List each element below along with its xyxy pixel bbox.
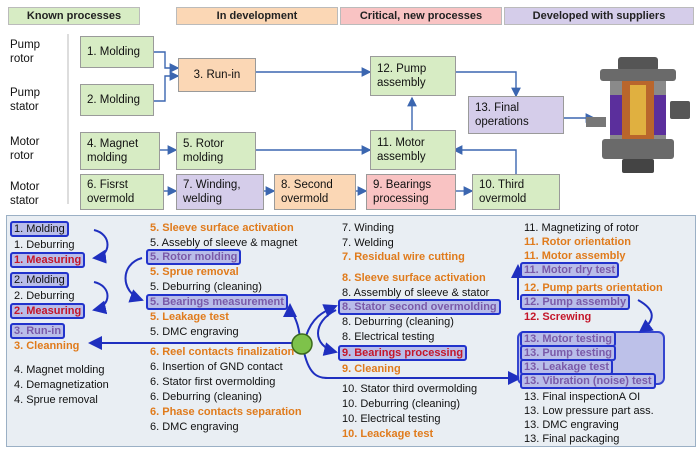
detail-c4-14: 13. DMC engraving: [524, 419, 619, 431]
detail-c2-6: 5. Bearings measurement: [146, 294, 288, 310]
detail-c2-8: 5. DMC engraving: [150, 326, 239, 338]
detail-c1-5: 2. Deburring: [14, 290, 75, 302]
detail-c2-1: 5. Sleeve surface activation: [150, 222, 294, 234]
detail-c4-5: 12. Pump parts orientation: [524, 282, 663, 294]
detail-c3-9: 9. Bearings processing: [338, 345, 468, 361]
legend-critical-processes: Critical, new processes: [340, 7, 502, 25]
detail-c4-6: 12. Pump assembly: [520, 294, 631, 310]
detail-c1-7: 3. Run-in: [10, 323, 66, 339]
step-9-bearings-processing: 9. Bearings processing: [366, 174, 456, 210]
detail-c4-3: 11. Motor assembly: [524, 250, 626, 262]
step-10-third-overmold: 10. Third overmold: [472, 174, 560, 210]
step-6-first-overmold: 6. Fisrst overmold: [80, 174, 164, 210]
detail-c3-10: 9. Cleaning: [342, 363, 401, 375]
detail-c3-2: 7. Welding: [342, 237, 394, 249]
step-1-molding: 1. Molding: [80, 36, 154, 68]
row-label-pump-stator: Pump stator: [10, 87, 41, 113]
detail-c4-7: 12. Screwing: [524, 311, 592, 323]
detail-c2-11: 6. Stator first overmolding: [150, 376, 276, 388]
detail-c4-11: 13. Vibration (noise) test: [520, 373, 656, 389]
step-12-pump-assembly: 12. Pump assembly: [370, 56, 456, 96]
step-11-motor-assembly: 11. Motor assembly: [370, 130, 456, 170]
step-4-magnet-molding: 4. Magnet molding: [80, 132, 160, 170]
detail-c4-15: 13. Final packaging: [524, 433, 620, 445]
detail-c4-2: 11. Rotor orientation: [524, 236, 631, 248]
detail-c1-3: 1. Measuring: [10, 252, 86, 268]
detail-c4-12: 13. Final inspectionA OI: [524, 391, 641, 403]
step-3-run-in: 3. Run-in: [178, 58, 256, 92]
detail-c3-7: 8. Deburring (cleaning): [342, 316, 454, 328]
detail-c2-14: 6. DMC engraving: [150, 421, 239, 433]
detail-c1-4: 2. Molding: [10, 272, 69, 288]
legend-developed-with-suppliers: Developed with suppliers: [504, 7, 694, 25]
detail-c1-2: 1. Deburring: [14, 239, 75, 251]
detail-c3-14: 10. Leackage test: [342, 428, 434, 440]
detail-c1-8: 3. Cleanning: [14, 340, 80, 352]
detail-c3-1: 7. Winding: [342, 222, 394, 234]
detail-c3-5: 8. Assembly of sleeve & stator: [342, 287, 490, 299]
detail-c3-6: 8. Stator second overmolding: [338, 299, 501, 315]
detail-c1-11: 4. Sprue removal: [14, 394, 98, 406]
detail-c2-4: 5. Sprue removal: [150, 266, 239, 278]
step-7-winding-welding: 7. Winding, welding: [176, 174, 264, 210]
detail-c2-12: 6. Deburring (cleaning): [150, 391, 262, 403]
detail-c4-9: 13. Pump testing: [520, 345, 617, 361]
detail-c3-13: 10. Electrical testing: [342, 413, 441, 425]
row-label-motor-stator: Motor stator: [10, 181, 40, 207]
detail-c1-6: 2. Measuring: [10, 303, 86, 319]
detail-c3-12: 10. Deburring (cleaning): [342, 398, 461, 410]
detail-c3-8: 8. Electrical testing: [342, 331, 435, 343]
detail-c1-10: 4. Demagnetization: [14, 379, 109, 391]
detail-c2-10: 6. Insertion of GND contact: [150, 361, 283, 373]
row-label-motor-rotor: Motor rotor: [10, 136, 40, 162]
legend-in-development: In development: [176, 7, 338, 25]
step-2-molding: 2. Molding: [80, 84, 154, 116]
step-13-final-operations: 13. Final operations: [468, 96, 564, 134]
detail-c2-13: 6. Phase contacts separation: [150, 406, 302, 418]
detail-c1-1: 1. Molding: [10, 221, 69, 237]
detail-c2-5: 5. Deburring (cleaning): [150, 281, 262, 293]
step-5-rotor-molding: 5. Rotor molding: [176, 132, 256, 170]
detail-c4-13: 13. Low pressure part ass.: [524, 405, 654, 417]
detail-c2-9: 6. Reel contacts finalization: [150, 346, 295, 358]
row-label-pump-rotor: Pump rotor: [10, 39, 41, 65]
step-8-second-overmold: 8. Second overmold: [274, 174, 356, 210]
detail-c2-3: 5. Rotor molding: [146, 249, 242, 265]
detail-c3-3: 7. Residual wire cutting: [342, 251, 465, 263]
detail-c2-7: 5. Leakage test: [150, 311, 229, 323]
detail-c4-4: 11. Motor dry test: [520, 262, 620, 278]
detail-c4-10: 13. Leakage test: [520, 359, 613, 375]
detail-c3-11: 10. Stator third overmolding: [342, 383, 478, 395]
detail-c4-8: 13. Motor testing: [520, 331, 617, 347]
detail-c1-9: 4. Magnet molding: [14, 364, 105, 376]
pump-cutaway-image: [586, 57, 690, 173]
detail-c3-4: 8. Sleeve surface activation: [342, 272, 486, 284]
detail-c2-2: 5. Assebly of sleeve & magnet: [150, 237, 298, 249]
detail-c4-1: 11. Magnetizing of rotor: [524, 222, 639, 234]
legend-known-processes: Known processes: [8, 7, 140, 25]
